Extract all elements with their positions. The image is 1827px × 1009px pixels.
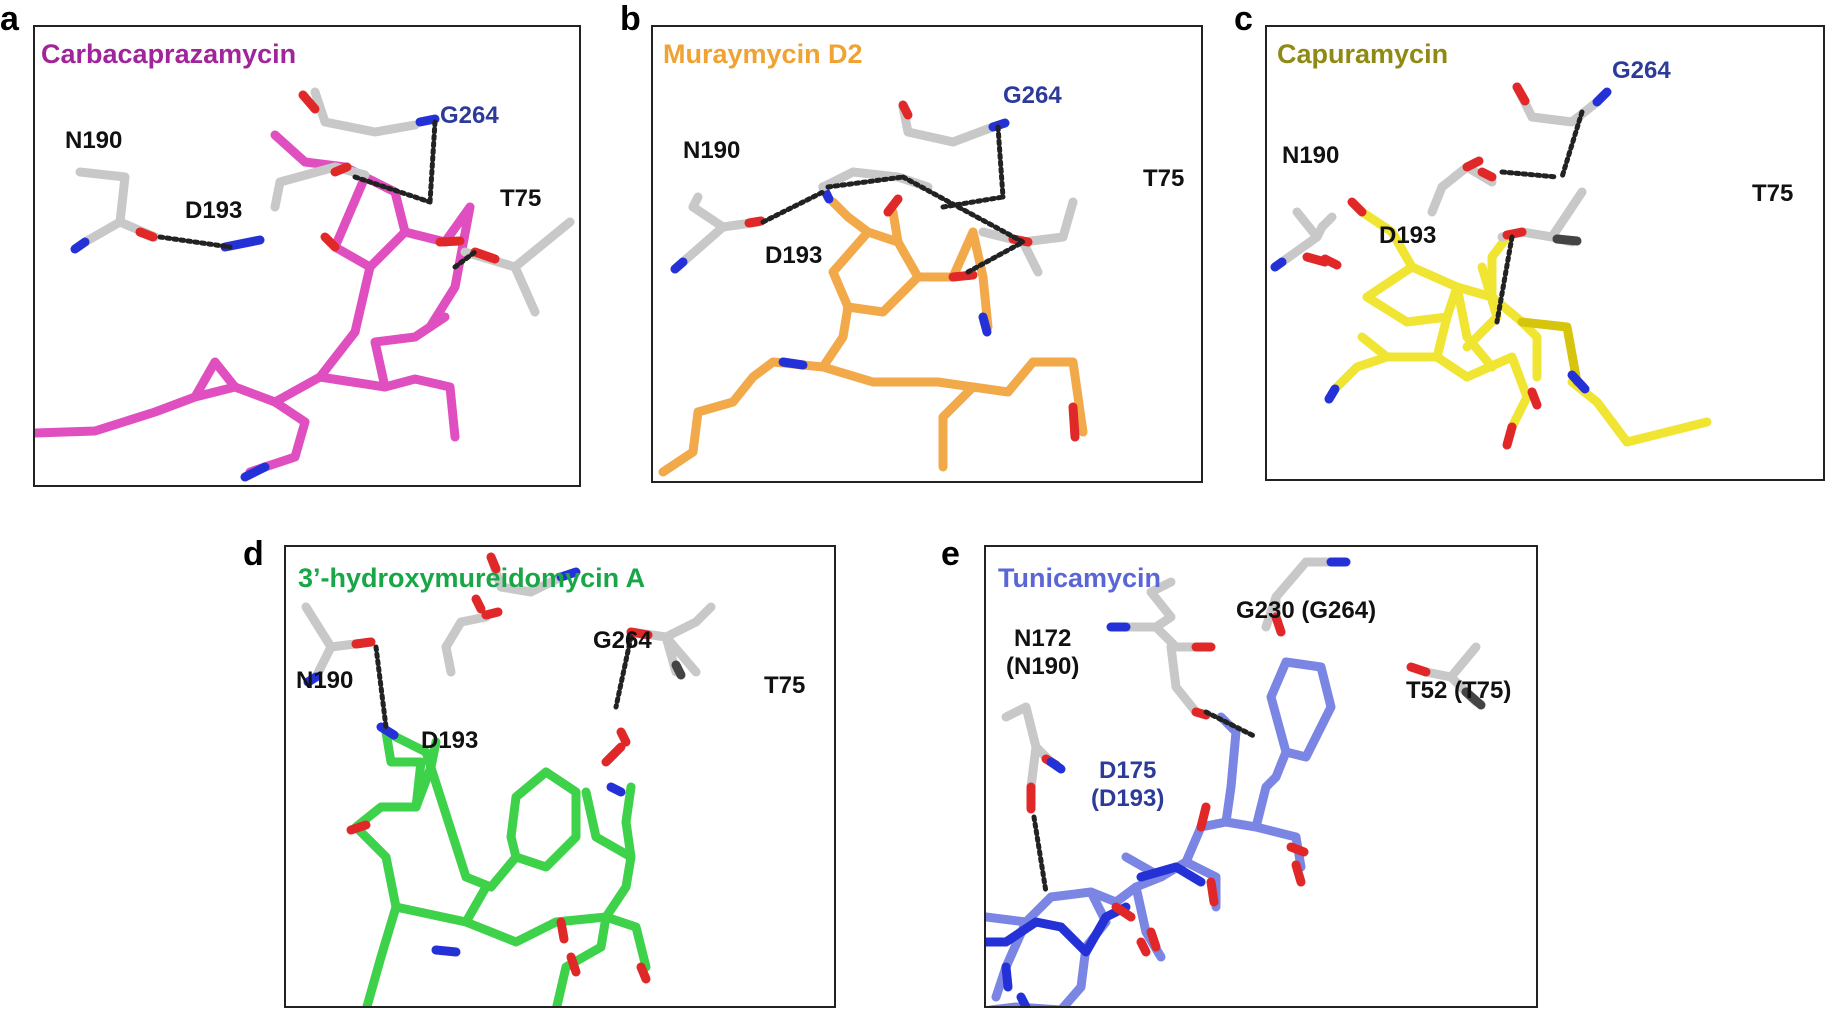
residue-label: N172 (N190) — [1006, 625, 1080, 680]
residue-label: D193 — [765, 242, 823, 269]
residue-label: T75 — [1143, 165, 1185, 192]
panel-e: Tunicamycin N172 (N190) D175 (D193) G230… — [984, 545, 1538, 1008]
residue-label: D175 (D193) — [1091, 757, 1165, 812]
panel-e-title: Tunicamycin — [998, 563, 1162, 593]
ligand-muraymycin — [658, 197, 1088, 477]
panel-label-a: a — [0, 0, 19, 38]
panel-a-title: Carbacaprazamycin — [41, 39, 297, 69]
residue-label: G230 (G264) — [1236, 597, 1377, 624]
residue-label: N190 — [65, 127, 123, 154]
panel-e-structure — [986, 557, 1486, 1006]
residue-label: D193 — [185, 197, 243, 224]
panel-d-title: 3’-hydroxymureidomycin A — [298, 563, 646, 593]
panel-label-e: e — [941, 535, 960, 573]
panel-b-structure — [658, 100, 1088, 477]
residue-label: N190 — [683, 137, 741, 164]
panel-c: Capuramycin N190 D193 G264 T75 — [1265, 25, 1825, 481]
residue-label: N190 — [296, 667, 354, 694]
residue-label: T75 — [500, 185, 542, 212]
residue-label: T52 (T75) — [1406, 677, 1512, 704]
residue-label: G264 — [1612, 57, 1671, 84]
panel-d-structure — [301, 552, 716, 1006]
residue-label: T75 — [1752, 180, 1794, 207]
panel-d: 3’-hydroxymureidomycin A N190 D193 G264 … — [284, 545, 836, 1008]
panel-label-c: c — [1234, 0, 1253, 38]
panel-b-title: Muraymycin D2 — [663, 39, 863, 69]
panel-label-b: b — [620, 0, 641, 38]
residue-label: T75 — [764, 672, 806, 699]
panel-c-title: Capuramycin — [1277, 39, 1449, 69]
panel-label-d: d — [243, 535, 264, 573]
panel-b: Muraymycin D2 N190 D193 G264 T75 — [651, 25, 1203, 483]
residue-label: G264 — [440, 102, 499, 129]
residue-label: G264 — [1003, 82, 1062, 109]
residue-label: N190 — [1282, 142, 1340, 169]
panel-a: Carbacaprazamycin N190 D193 G264 T75 — [33, 25, 581, 487]
panel-a-structure — [35, 87, 575, 482]
ligand-carbacaprazamycin — [35, 130, 475, 477]
ligand-3-hydroxymureidomycin — [351, 727, 651, 1006]
residue-label: D193 — [1379, 222, 1437, 249]
panel-c-structure — [1270, 82, 1712, 450]
residue-label: D193 — [421, 727, 479, 754]
residue-label: G264 — [593, 627, 652, 654]
